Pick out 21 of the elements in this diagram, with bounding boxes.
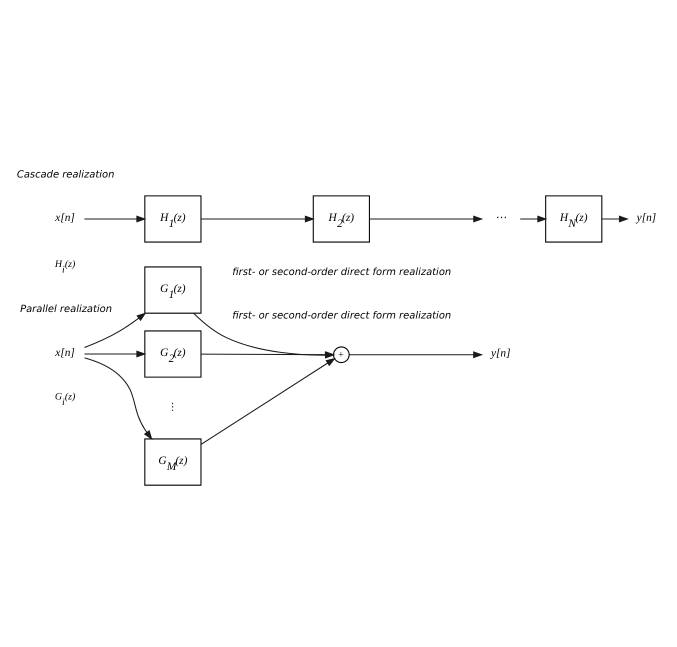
- label: Parallel realization: [20, 303, 112, 314]
- node-text: x[n]: [55, 346, 75, 359]
- arrow: [369, 215, 484, 222]
- arrow: [84, 356, 153, 440]
- arrow: [200, 357, 336, 444]
- label: ⋮: [168, 401, 178, 412]
- arrow: [84, 312, 146, 348]
- label: first- or second-order direct form realization: [232, 310, 452, 321]
- arrow: [84, 350, 146, 358]
- arrow: [84, 215, 146, 222]
- label: first- or second-order direct form realization: [232, 266, 452, 278]
- arrow: [201, 215, 315, 222]
- node-text: y[n]: [636, 211, 656, 224]
- arrow: [602, 215, 629, 222]
- arrow: [349, 350, 484, 358]
- node-text: ⋯: [495, 211, 506, 224]
- node-text: y[n]: [490, 347, 511, 360]
- label: Cascade realization: [16, 169, 114, 180]
- arrow: [520, 215, 548, 222]
- node-circle: +: [333, 346, 350, 363]
- node-text: x[n]: [55, 211, 75, 224]
